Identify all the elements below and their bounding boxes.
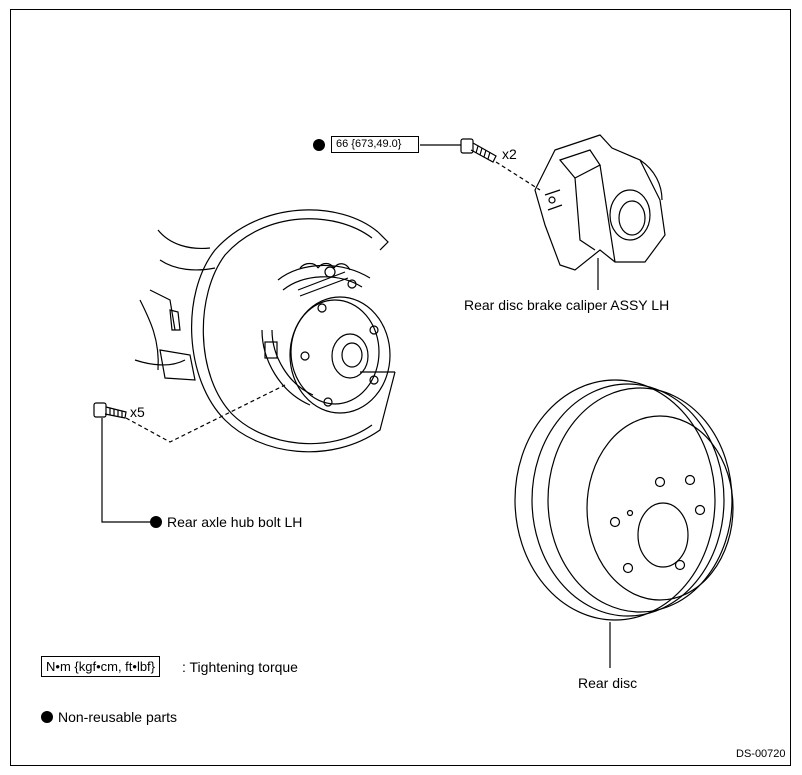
- caliper-bolt-quantity: x2: [502, 146, 517, 162]
- non-reusable-dot-icon: [150, 516, 162, 528]
- non-reusable-dot-icon: [313, 139, 325, 151]
- non-reusable-legend: Non-reusable parts: [41, 709, 177, 725]
- rear-disc-part: [514, 379, 734, 621]
- non-reusable-dot-icon: [41, 711, 53, 723]
- hub-bolt-part: [93, 402, 127, 419]
- caliper-bolt-part: [460, 138, 497, 163]
- caliper-bolt-guide-line: [495, 161, 541, 191]
- non-reusable-legend-text: Non-reusable parts: [58, 709, 178, 725]
- knuckle-outline: [134, 229, 216, 381]
- torque-legend-text: : Tightening torque: [182, 659, 298, 675]
- caliper-label: Rear disc brake caliper ASSY LH: [464, 297, 670, 313]
- rear-disc-label: Rear disc: [578, 675, 638, 691]
- parking-brake-shoes: [261, 262, 371, 406]
- torque-unit-legend: N•m {kgf•cm, ft•lbf}: [41, 656, 161, 677]
- brake-caliper-part: [534, 134, 666, 271]
- backing-plate: [191, 209, 396, 453]
- hub-bolt-quantity: x5: [130, 404, 145, 420]
- figure-id: DS-00720: [736, 748, 786, 760]
- torque-callout: 66 {673,49.0}: [331, 136, 419, 153]
- figure-frame: [10, 9, 791, 766]
- hub-bolt-callout: Rear axle hub bolt LH: [150, 514, 302, 530]
- hub-bolt-guide-line: [125, 384, 286, 443]
- hub-bolt-leader-line: [101, 418, 150, 523]
- hub-bolt-label: Rear axle hub bolt LH: [167, 514, 303, 530]
- axle-hub: [289, 296, 391, 414]
